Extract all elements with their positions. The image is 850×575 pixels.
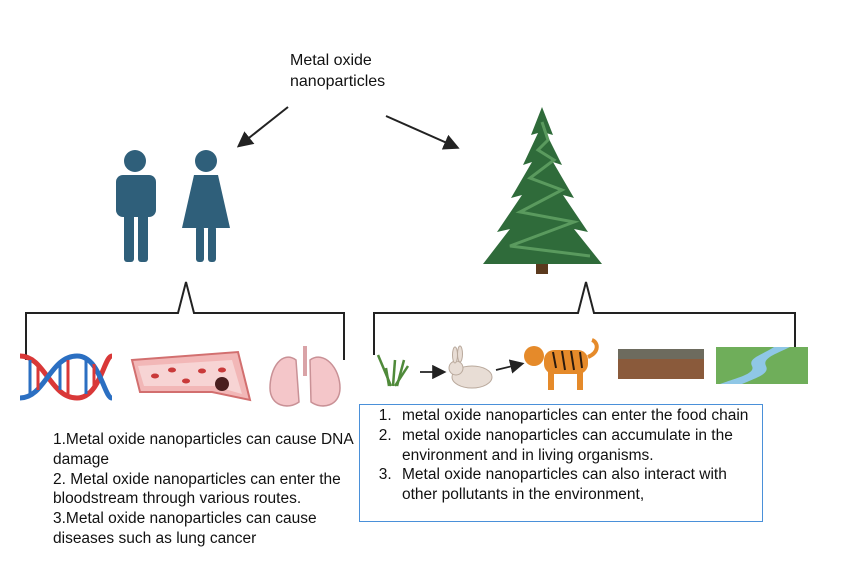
environment-effect-item: Metal oxide nanoparticles can also inter… [396, 465, 754, 505]
arrow-rabbit-to-tiger [495, 359, 525, 374]
human-effects-list: 1.Metal oxide nanoparticles can cause DN… [53, 430, 353, 549]
human-effect-item: 3.Metal oxide nanoparticles can cause di… [53, 510, 317, 547]
environment-effect-item: metal oxide nanoparticles can enter the … [396, 406, 754, 426]
lungs-icon [269, 346, 341, 407]
rabbit-icon [448, 345, 493, 389]
river-icon [716, 347, 808, 384]
blood-vessel-icon [130, 350, 252, 402]
human-effect-item: 1.Metal oxide nanoparticles can cause DN… [53, 431, 353, 468]
environment-effects-box: metal oxide nanoparticles can enter the … [359, 404, 763, 522]
human-effect-item: 2. Metal oxide nanoparticles can enter t… [53, 470, 341, 508]
woman-icon [182, 150, 230, 262]
grass-icon [376, 354, 410, 387]
tree-icon [483, 107, 602, 274]
environment-bracket [373, 281, 796, 355]
man-icon [116, 150, 156, 262]
environment-effect-item: metal oxide nanoparticles can accumulate… [396, 426, 754, 466]
soil-icon [618, 349, 704, 379]
tiger-icon [524, 338, 599, 390]
arrow-to-humans [236, 106, 289, 148]
environment-effects-list: metal oxide nanoparticles can enter the … [374, 406, 754, 505]
dna-icon [19, 353, 114, 401]
human-bracket [25, 281, 345, 360]
arrow-to-environment [385, 115, 460, 150]
page-title: Metal oxide nanoparticles [290, 52, 386, 90]
